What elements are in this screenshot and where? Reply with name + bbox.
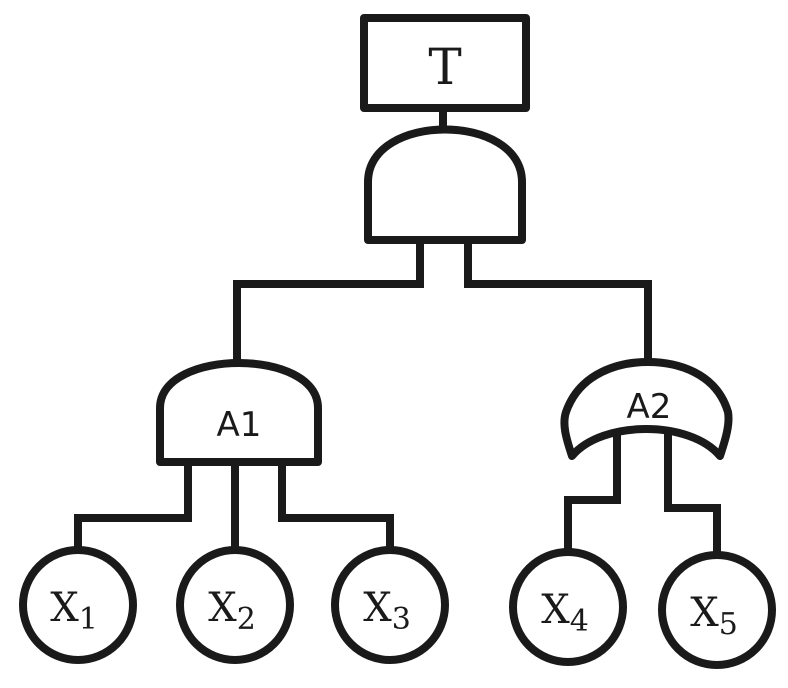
basic-event-x1: X1 (19, 546, 137, 664)
gate-a1-label: A1 (217, 405, 262, 445)
basic-event-x4: X4 (509, 548, 627, 666)
gate-a1: A1 (156, 359, 322, 466)
basic-event-label: X3 (363, 585, 411, 637)
basic-event-label: X5 (690, 590, 738, 642)
basic-event-x2: X2 (176, 546, 294, 664)
top-event-label: T (428, 38, 461, 96)
basic-event-circle (19, 546, 137, 664)
basic-event-x3: X3 (331, 546, 449, 664)
basic-event-label: X1 (50, 585, 98, 637)
basic-event-circle (176, 546, 294, 664)
gate-a2-label: A2 (627, 387, 672, 427)
basic-event-circle (509, 548, 627, 666)
connector-gate-to-a2 (464, 236, 652, 372)
basic-event-label: X2 (208, 585, 256, 637)
connector-a1-to-x1 (74, 458, 192, 554)
gate-a2-shape (560, 358, 733, 460)
connector-gate-to-a1 (233, 236, 424, 372)
top-and-gate (364, 125, 526, 244)
top-and-gate-shape (364, 125, 526, 244)
basic-event-x5: X5 (658, 551, 776, 669)
connector-a2-to-x4 (564, 430, 621, 556)
connectors (74, 104, 721, 560)
top-event: T (360, 14, 530, 112)
top-event-box (360, 14, 530, 112)
basic-event-circle (331, 546, 449, 664)
connector-a2-to-x5 (664, 430, 721, 560)
basic-event-circle (658, 551, 776, 669)
gate-a1-shape (156, 359, 322, 466)
gate-a2: A2 (560, 358, 733, 460)
connector-a1-to-x3 (278, 458, 394, 554)
basic-event-label: X4 (541, 587, 589, 639)
